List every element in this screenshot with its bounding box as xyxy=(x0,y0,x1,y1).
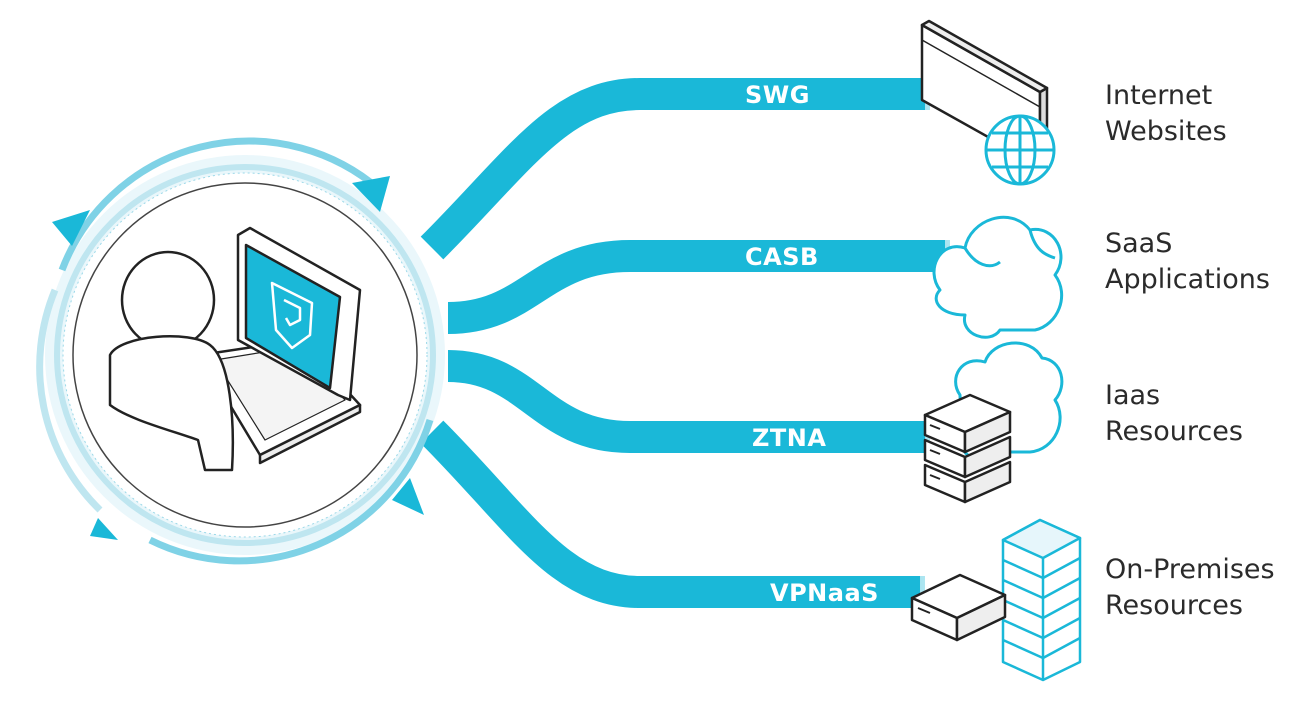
arrow-head-icon xyxy=(352,176,390,212)
destination-label-iaas: Iaas Resources xyxy=(1105,380,1243,447)
band-label-casb: CASB xyxy=(745,243,819,271)
destination-label-internet: Internet Websites xyxy=(1105,80,1227,147)
arrow-head-icon xyxy=(52,210,90,246)
destination-label-saas: SaaS Applications xyxy=(1105,228,1270,295)
server-building-icon xyxy=(910,518,1082,682)
band-casb: CASB xyxy=(447,240,950,334)
rotation-arc-bottom xyxy=(148,418,434,565)
destination-label-onprem: On-Premises Resources xyxy=(1105,554,1275,621)
band-label-ztna: ZTNA xyxy=(752,424,826,452)
cloud-icon xyxy=(932,215,1064,339)
band-label-vpnaas: VPNaaS xyxy=(770,579,879,607)
band-swg: SWG xyxy=(420,78,930,260)
band-ztna: ZTNA xyxy=(447,350,930,453)
server-cloud-icon xyxy=(923,341,1064,504)
rotation-arc-top xyxy=(58,137,383,272)
band-vpnaas: VPNaaS xyxy=(420,420,925,608)
band-label-swg: SWG xyxy=(745,81,810,109)
browser-globe-icon xyxy=(920,19,1056,186)
shield-logo-icon xyxy=(270,281,314,350)
arrow-head-icon xyxy=(90,518,118,540)
arrow-head-icon xyxy=(392,478,424,515)
user-laptop-icon xyxy=(108,226,362,472)
